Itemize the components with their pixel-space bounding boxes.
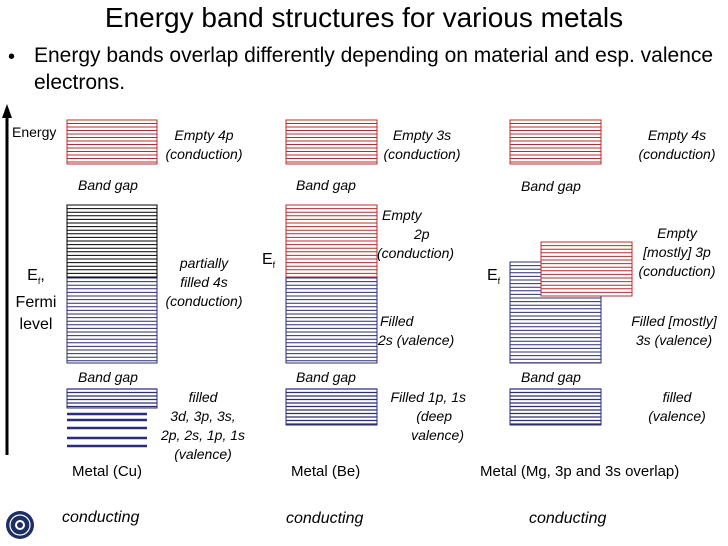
mg-empty-4s-band bbox=[509, 119, 602, 165]
mg-empty-3p-line2: [mostly] 3p bbox=[643, 244, 711, 260]
be-empty-2p-line2: 2p bbox=[414, 226, 430, 242]
be-caption: Metal (Be) bbox=[291, 463, 361, 480]
mg-filled-line1: filled bbox=[662, 389, 692, 405]
cu-empty-4p-band bbox=[66, 119, 158, 165]
mg-status: conducting bbox=[529, 510, 607, 527]
mg-filled-3s-line1: Filled [mostly] bbox=[631, 313, 717, 329]
fermi-level-label: Ef, Fermi level bbox=[8, 265, 64, 336]
mg-deep-band bbox=[509, 388, 602, 426]
mg-empty-4s-line1: Empty 4s bbox=[647, 127, 707, 143]
be-status: conducting bbox=[286, 510, 364, 527]
cu-filled-line2: 3d, 3p, 3s, bbox=[170, 408, 236, 424]
be-band-gap-upper: Band gap bbox=[296, 177, 356, 193]
cu-filled-line1: filled bbox=[188, 389, 218, 405]
cu-band-gap-upper: Band gap bbox=[78, 177, 138, 193]
university-seal-logo bbox=[5, 510, 35, 540]
mg-fermi-label: Ef bbox=[487, 266, 500, 291]
mg-empty-3p-band bbox=[540, 241, 633, 297]
be-empty-2p-band bbox=[285, 204, 378, 279]
cu-filled-label: filled 3d, 3p, 3s, 2p, 2s, 1p, 1s (valen… bbox=[148, 388, 258, 464]
be-empty-2p-line3: (conduction) bbox=[377, 245, 455, 261]
energy-axis-label: Energy bbox=[12, 124, 57, 140]
be-filled-1s-line2: (deep bbox=[416, 408, 452, 424]
be-band-gap-lower: Band gap bbox=[296, 369, 356, 385]
cu-status: conducting bbox=[62, 509, 140, 526]
be-empty-2p-label: Empty 2p (conduction) bbox=[377, 206, 469, 263]
cu-partial-line1: partially bbox=[179, 255, 229, 271]
cu-filled-line3: 2p, 2s, 1p, 1s bbox=[160, 427, 246, 443]
cu-filled-line4: (valence) bbox=[174, 446, 232, 462]
cu-partial-line2: filled 4s bbox=[180, 274, 228, 290]
mg-band-gap-upper: Band gap bbox=[521, 178, 581, 194]
be-fermi-sub: f bbox=[272, 260, 276, 271]
be-filled-2s-band bbox=[285, 277, 378, 364]
mg-empty-3p-line3: (conduction) bbox=[638, 263, 716, 279]
be-fermi-label: Ef bbox=[262, 250, 275, 275]
be-filled-2s-line2: 2s (valence) bbox=[378, 332, 455, 348]
mg-empty-4s-label: Empty 4s (conduction) bbox=[630, 126, 724, 164]
be-empty-3s-band bbox=[285, 119, 378, 165]
cu-deep-band-1 bbox=[66, 388, 158, 409]
fermi-e: E bbox=[27, 267, 38, 284]
fermi-level-word: level bbox=[19, 316, 53, 334]
be-filled-2s-label: Filled 2s (valence) bbox=[378, 312, 454, 350]
be-filled-2s-line1: Filled bbox=[380, 313, 414, 329]
be-fermi-e: E bbox=[262, 251, 273, 268]
mg-empty-4s-line2: (conduction) bbox=[638, 146, 716, 162]
mg-filled-3s-line2: 3s (valence) bbox=[635, 332, 713, 348]
cu-band-gap-lower: Band gap bbox=[78, 369, 138, 385]
fermi-comma: , bbox=[40, 267, 45, 284]
be-empty-3s-label: Empty 3s (conduction) bbox=[376, 126, 468, 164]
be-filled-1s-line1: Filled 1p, 1s bbox=[390, 389, 466, 405]
be-deep-band bbox=[285, 388, 378, 426]
mg-band-gap-lower: Band gap bbox=[521, 369, 581, 385]
mg-filled-line2: (valence) bbox=[648, 408, 706, 424]
mg-fermi-sub: f bbox=[497, 276, 501, 287]
cu-caption: Metal (Cu) bbox=[72, 463, 143, 480]
be-empty-3s-line1: Empty 3s bbox=[392, 127, 452, 143]
be-filled-1s-label: Filled 1p, 1s (deep valence) bbox=[372, 388, 466, 445]
mg-empty-3p-label: Empty [mostly] 3p (conduction) bbox=[630, 224, 724, 281]
bullet-marker: • bbox=[8, 46, 16, 68]
mg-filled-3s-label: Filled [mostly] 3s (valence) bbox=[622, 312, 726, 350]
be-empty-2p-line1: Empty bbox=[382, 207, 422, 223]
fermi-subscript: f bbox=[37, 276, 41, 287]
mg-empty-3p-line1: Empty bbox=[657, 225, 697, 241]
cu-empty-4p-line2: (conduction) bbox=[165, 146, 243, 162]
mg-caption: Metal (Mg, 3p and 3s overlap) bbox=[480, 463, 680, 480]
cu-4s-empty-part bbox=[66, 204, 158, 279]
cu-4s-filled-part bbox=[66, 277, 158, 364]
be-filled-1s-line3: valence) bbox=[411, 427, 464, 443]
cu-empty-4p-label: Empty 4p (conduction) bbox=[158, 126, 250, 164]
bullet-text: Energy bands overlap differently dependi… bbox=[34, 44, 714, 94]
mg-empty-3p-band-frame bbox=[540, 241, 633, 297]
be-empty-3s-line2: (conduction) bbox=[383, 146, 461, 162]
cu-empty-4p-line1: Empty 4p bbox=[174, 127, 234, 143]
cu-partial-line3: (conduction) bbox=[165, 293, 243, 309]
mg-filled-label: filled (valence) bbox=[630, 388, 724, 426]
cu-partial-4s-label: partially filled 4s (conduction) bbox=[158, 254, 250, 311]
slide-title: Energy band structures for various metal… bbox=[104, 2, 624, 33]
fermi-word: Fermi bbox=[15, 294, 57, 312]
mg-fermi-e: E bbox=[487, 267, 498, 284]
energy-axis-arrowhead bbox=[2, 104, 12, 118]
cu-deep-band-1-frame bbox=[66, 388, 158, 409]
